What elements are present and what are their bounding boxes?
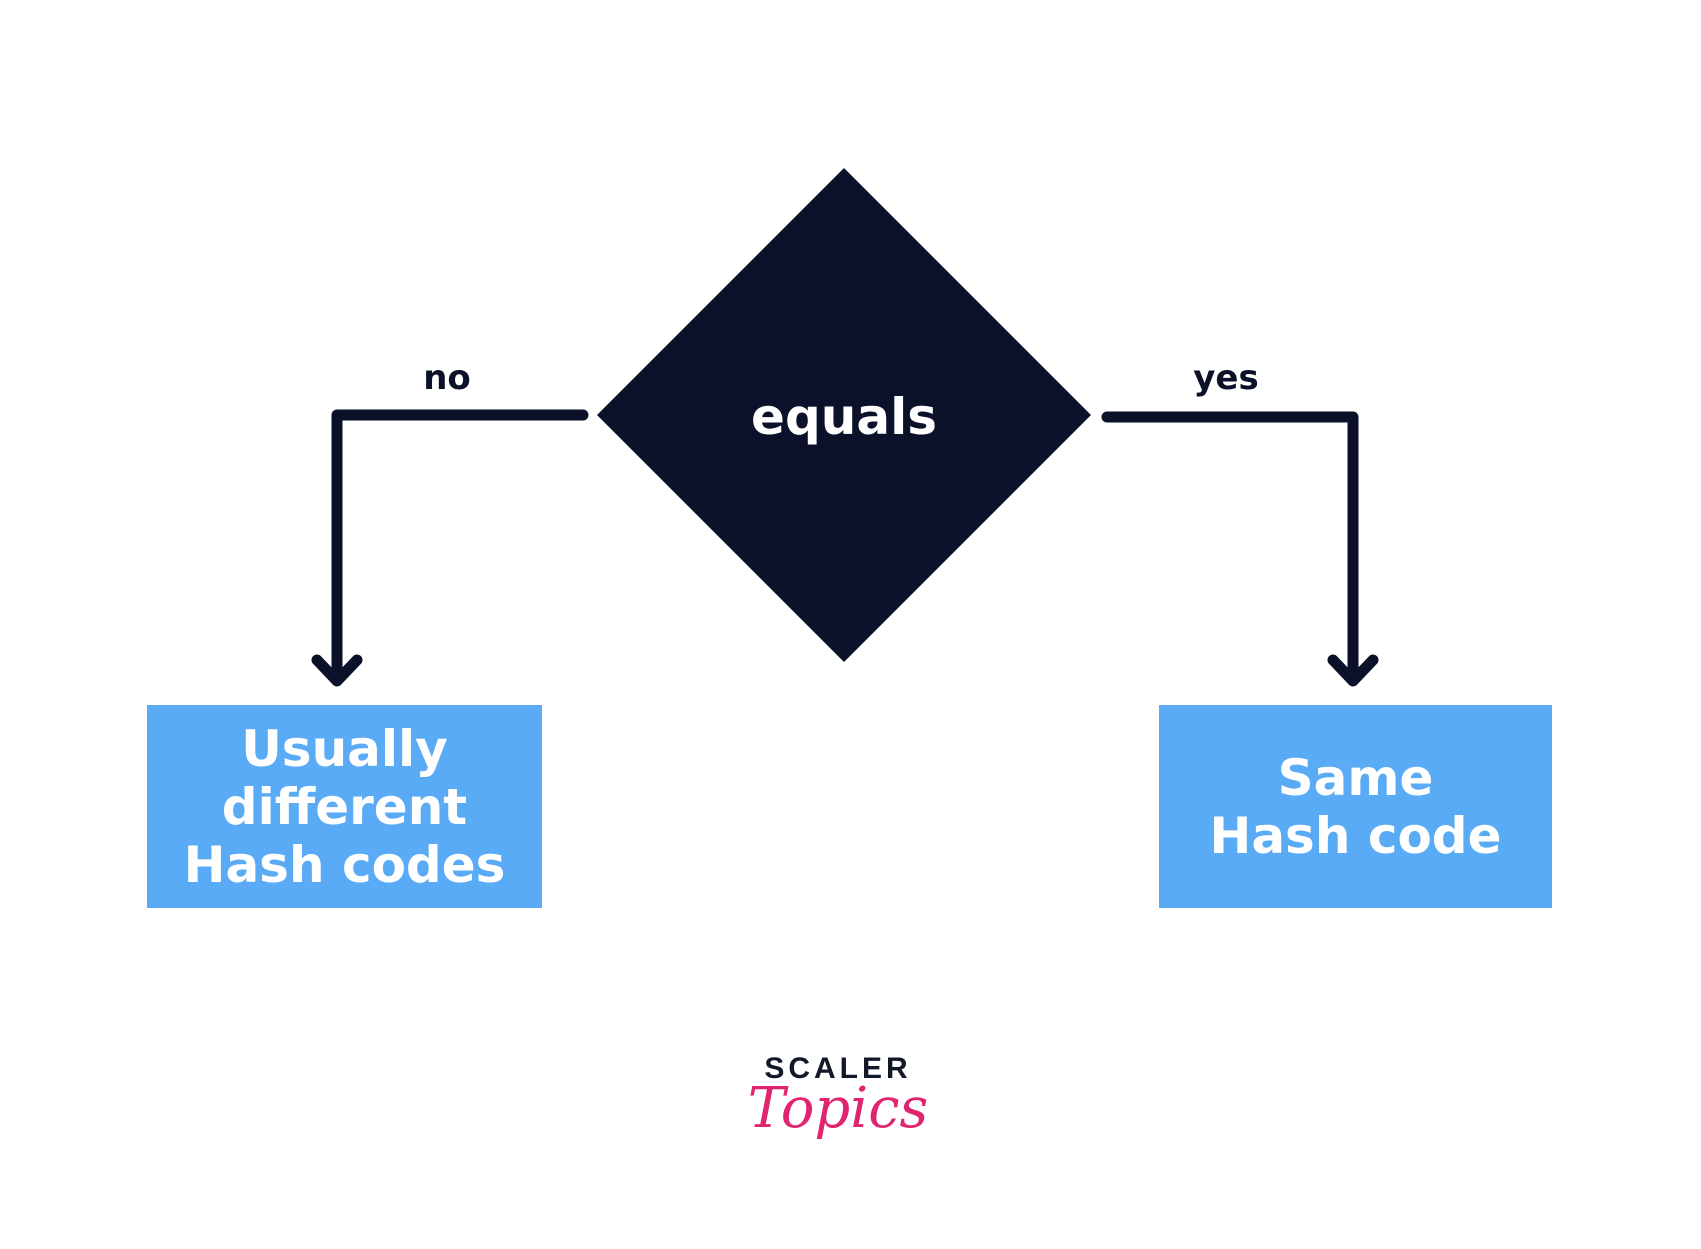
scaler-topics-logo: SCALER Topics [748,1052,929,1141]
logo-scaler-text: SCALER [764,1052,912,1085]
no-arrow-line [331,409,589,682]
result-text-same: Same Hash code [1209,748,1502,865]
result-box-different-hash: Usually different Hash codes [147,705,542,908]
logo-topics-text: Topics [747,1076,929,1141]
result-box-same-hash: Same Hash code [1159,705,1552,908]
result-text-different: Usually different Hash codes [183,719,506,894]
yes-arrow-line [1101,411,1359,682]
decision-diamond [597,168,1091,662]
yes-branch-label: yes [1193,358,1259,398]
decision-label: equals [751,388,937,446]
yes-arrow-head [1327,654,1379,687]
no-arrow-head [311,654,363,687]
no-branch-label: no [423,358,471,398]
